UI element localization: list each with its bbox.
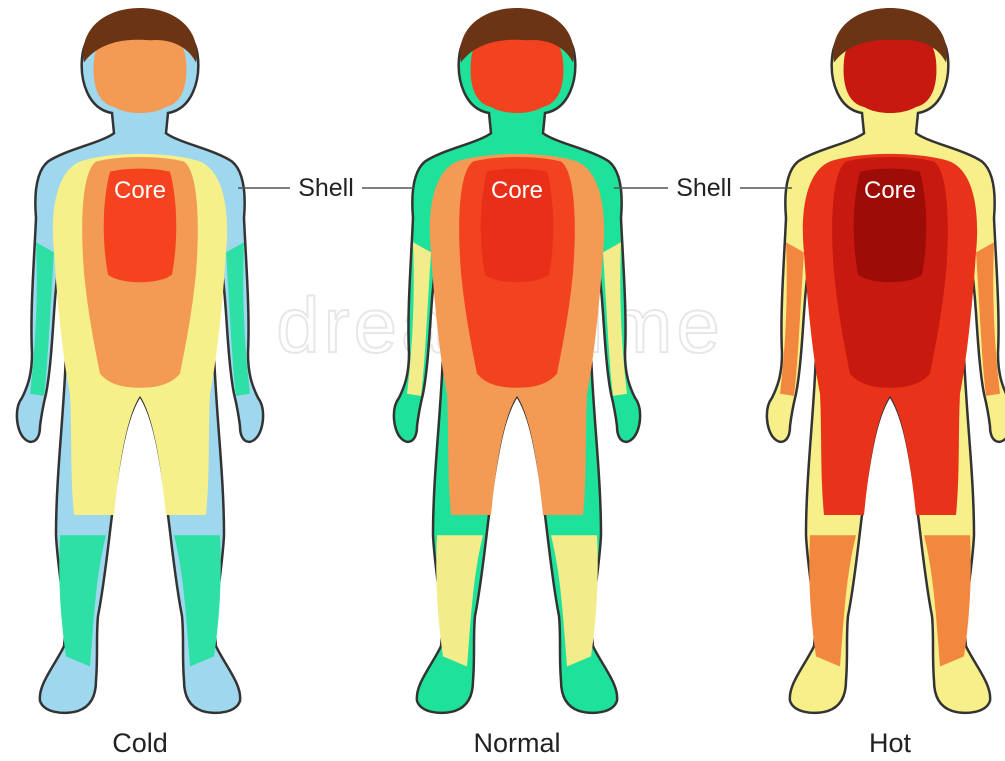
shell-callout-right: Shell xyxy=(614,174,792,202)
caption-cold: Cold xyxy=(112,728,168,758)
shell-label: Shell xyxy=(676,174,732,202)
body-figure-cold: Core xyxy=(17,8,263,713)
figures-group: Core Core Core xyxy=(17,8,1005,713)
caption-normal: Normal xyxy=(473,728,560,758)
shell-label: Shell xyxy=(298,174,354,202)
core-label: Core xyxy=(864,177,916,204)
core-label: Core xyxy=(114,177,166,204)
shell-callout-left: Shell xyxy=(238,174,414,202)
body-figure-hot: Core xyxy=(767,8,1005,713)
caption-hot: Hot xyxy=(869,728,912,758)
core-label: Core xyxy=(491,177,543,204)
